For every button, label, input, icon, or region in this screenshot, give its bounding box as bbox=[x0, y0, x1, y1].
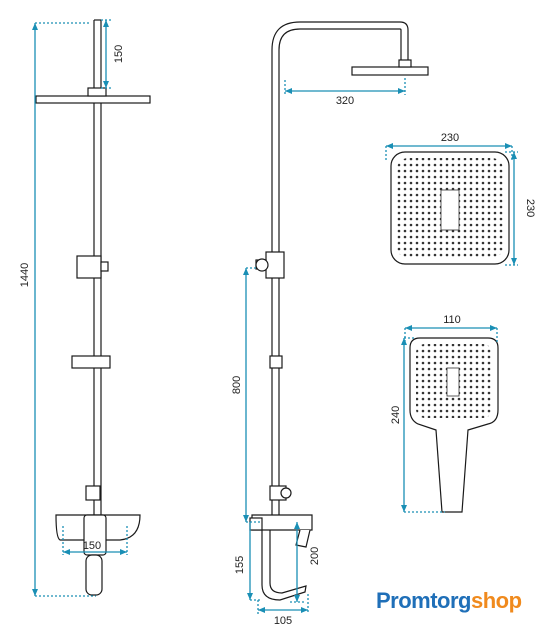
side-spout bbox=[261, 530, 307, 601]
brand-part-1: Promtorg bbox=[376, 588, 472, 613]
side-rail-arm bbox=[271, 21, 409, 515]
front-shower-head bbox=[35, 95, 151, 104]
hand-shower-view bbox=[409, 337, 499, 513]
side-dimensions bbox=[243, 78, 406, 614]
front-slider bbox=[76, 255, 102, 279]
side-view bbox=[249, 21, 429, 601]
hand-dimensions bbox=[401, 325, 498, 513]
dim-150-bottom-label: 150 bbox=[83, 540, 101, 552]
side-slider bbox=[265, 251, 285, 279]
dim-240-label: 240 bbox=[390, 406, 402, 424]
dim-320-label: 320 bbox=[336, 95, 354, 107]
front-dimensions bbox=[32, 19, 128, 597]
front-spout bbox=[85, 554, 103, 596]
dim-230-depth-label: 230 bbox=[524, 199, 536, 217]
dim-105-label: 105 bbox=[274, 615, 292, 627]
side-shower-head bbox=[351, 66, 429, 76]
dim-1440-label: 1440 bbox=[19, 263, 31, 287]
dim-200-label: 200 bbox=[309, 547, 321, 565]
head-dimensions bbox=[385, 143, 518, 266]
side-tray bbox=[269, 355, 283, 369]
dim-110-label: 110 bbox=[443, 314, 461, 326]
brand-logo: Promtorgshop bbox=[376, 586, 536, 616]
dim-150-top-label: 150 bbox=[113, 45, 125, 63]
head-top-view bbox=[390, 151, 510, 265]
dim-155-label: 155 bbox=[234, 556, 246, 574]
front-diverter bbox=[85, 485, 101, 501]
front-tray bbox=[71, 355, 111, 369]
brand-part-2: shop bbox=[471, 588, 522, 613]
dim-800-label: 800 bbox=[231, 376, 243, 394]
front-view bbox=[35, 19, 151, 596]
dim-230-width-label: 230 bbox=[441, 132, 459, 144]
